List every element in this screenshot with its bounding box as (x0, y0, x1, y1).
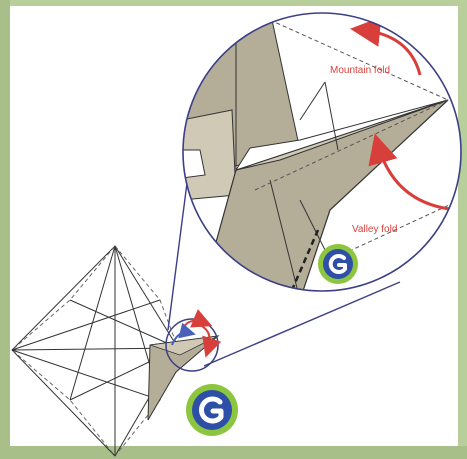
mountain-fold-arrow (350, 16, 422, 76)
magnifier-lens-outline (182, 12, 462, 292)
g-logo-icon (318, 244, 358, 284)
g-logo-icon (186, 384, 238, 436)
mountain-fold-label: Mountain fold (330, 65, 390, 76)
valley-fold-arrow (368, 133, 459, 212)
valley-fold-label: Valley fold (352, 224, 397, 235)
small-fold-arrows (171, 309, 222, 358)
